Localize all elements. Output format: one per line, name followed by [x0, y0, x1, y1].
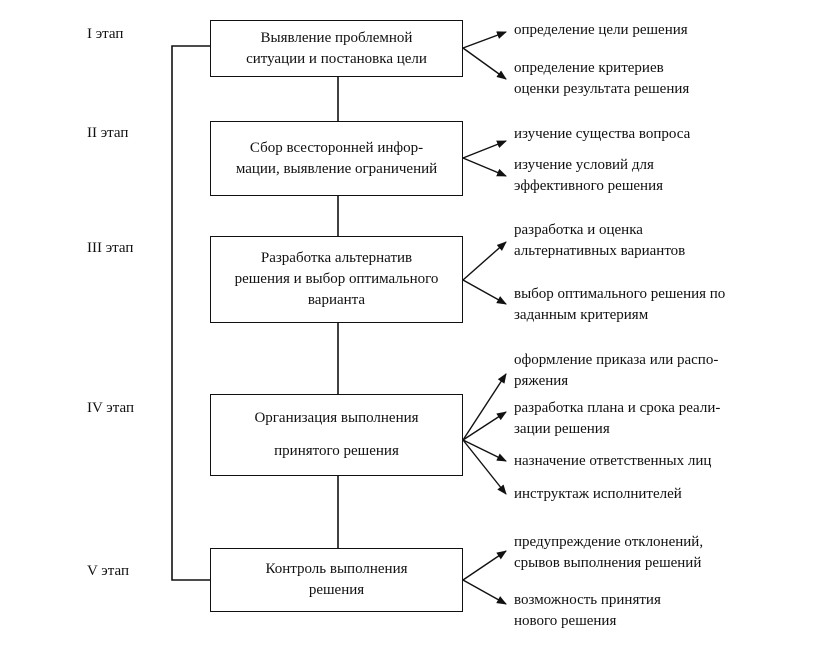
output-line: изучение условий для [514, 157, 654, 173]
output-line: разработка и оценка [514, 222, 643, 238]
stage-box-1: Выявление проблемной ситуации и постанов… [210, 20, 463, 77]
output-1-2: определение критериев оценки результата … [514, 58, 689, 100]
output-line: разработка плана и срока реали- [514, 400, 721, 416]
stage-box-5: Контроль выполнения решения [210, 548, 463, 612]
arrow-4-3 [462, 439, 507, 462]
box-line: Контроль выполнения [265, 561, 408, 577]
box-line: ситуации и постановка цели [246, 50, 427, 67]
arrow-3-2 [462, 279, 507, 305]
output-line: предупреждение отклонений, [514, 534, 704, 550]
arrow-2-1 [462, 140, 507, 159]
arrow-4-4 [462, 439, 507, 495]
output-line: альтернативных вариантов [514, 243, 686, 259]
stage-label-5: V этап [87, 563, 129, 579]
output-2-2: изучение условий для эффективного решени… [514, 155, 663, 197]
box-line: Разработка альтернатив [260, 250, 413, 266]
output-2-1: изучение существа вопроса [514, 124, 690, 145]
output-5-1: предупреждение отклонений, срывов выполн… [514, 532, 703, 574]
arrow-5-1 [462, 550, 507, 581]
output-3-2: выбор оптимального решения по заданным к… [514, 284, 725, 326]
stage-box-3: Разработка альтернатив решения и выбор о… [210, 236, 463, 323]
arrow-5-2 [462, 579, 507, 605]
output-line: назначение ответственных лиц [514, 453, 712, 469]
output-line: эффективного решения [514, 178, 663, 194]
arrow-1-2 [462, 47, 507, 80]
box-line: Организация выполнения [254, 409, 419, 426]
stage-box-4: Организация выполнения принятого решения [210, 394, 463, 476]
output-line: нового решения [514, 613, 617, 629]
arrow-4-2 [462, 411, 507, 441]
output-3-1: разработка и оценка альтернативных вариа… [514, 220, 685, 262]
output-4-1: оформление приказа или распо- ряжения [514, 350, 718, 392]
box-line: решения [308, 582, 365, 598]
arrow-2-2 [462, 157, 507, 177]
box-line: решения и выбор оптимального [234, 271, 439, 287]
arrow-3-1 [462, 241, 507, 281]
feedback-bracket [171, 45, 210, 581]
output-line: инструктаж исполнителей [514, 486, 682, 502]
output-line: заданным критериям [514, 307, 649, 323]
output-4-4: инструктаж исполнителей [514, 484, 682, 505]
stage-box-2: Сбор всесторонней инфор- мации, выявлени… [210, 121, 463, 196]
output-4-3: назначение ответственных лиц [514, 451, 711, 472]
output-line: ряжения [514, 373, 569, 389]
stage-label-3: III этап [87, 240, 134, 256]
output-1-1: определение цели решения [514, 20, 688, 41]
arrow-1-1 [462, 31, 507, 49]
stage-label-1: I этап [87, 26, 124, 42]
output-line: возможность принятия [514, 592, 661, 608]
box-line: Сбор всесторонней инфор- [249, 139, 424, 156]
output-4-2: разработка плана и срока реали- зации ре… [514, 398, 720, 440]
box-line: мации, выявление ограничений [235, 160, 438, 177]
output-line: зации решения [514, 421, 610, 437]
stage-label-2: II этап [87, 125, 129, 141]
output-line: оформление приказа или распо- [514, 352, 719, 368]
box-line: варианта [307, 292, 366, 308]
output-line: определение критериев [514, 60, 664, 76]
output-5-2: возможность принятия нового решения [514, 590, 661, 632]
output-line: выбор оптимального решения по [514, 286, 726, 302]
box-line: принятого решения [274, 443, 399, 460]
output-line: оценки результата решения [514, 81, 690, 97]
output-line: срывов выполнения решений [514, 555, 702, 571]
output-line: изучение существа вопроса [514, 126, 691, 142]
stage-label-4: IV этап [87, 400, 134, 416]
arrow-4-1 [462, 373, 507, 441]
output-line: определение цели решения [514, 22, 688, 38]
box-line: Выявление проблемной [260, 29, 413, 46]
